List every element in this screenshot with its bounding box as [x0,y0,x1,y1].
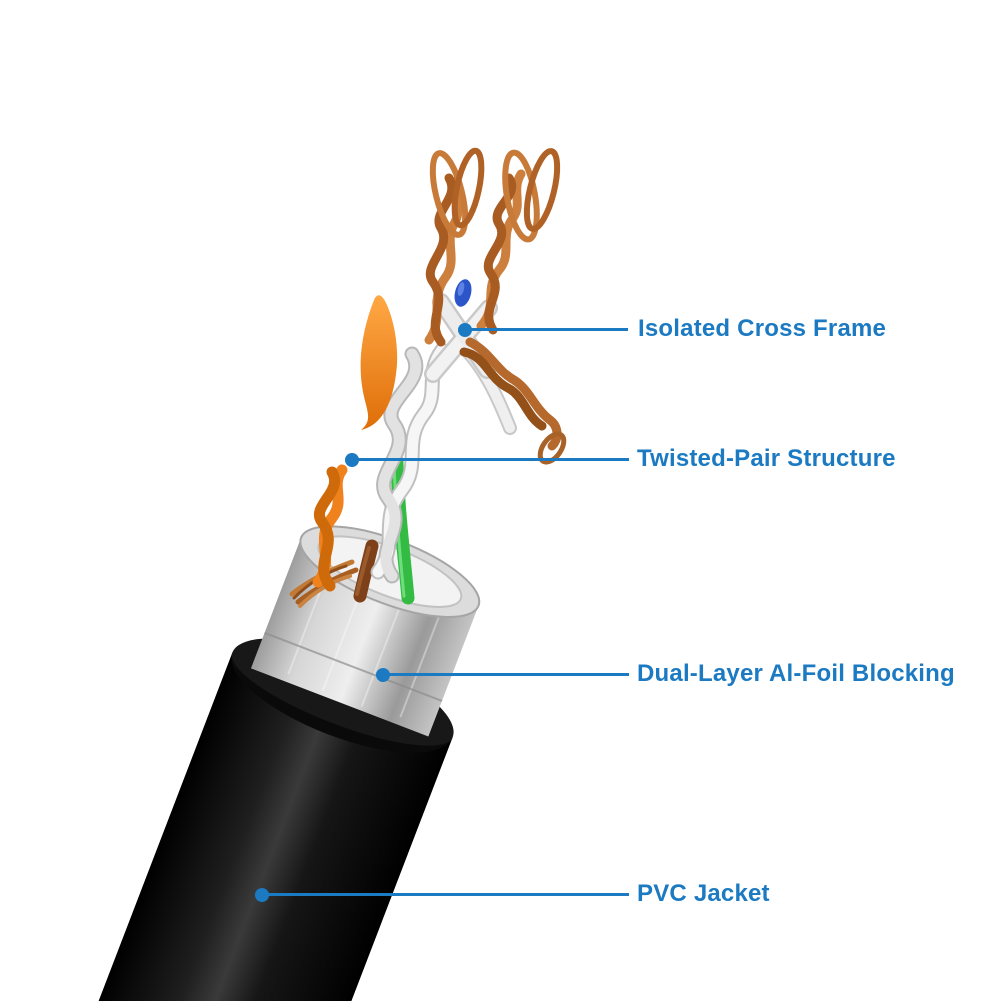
callout-dot [345,453,359,467]
brown-wire [353,539,379,603]
orange-wire-tip [360,295,398,430]
callout-label: Isolated Cross Frame [638,315,887,342]
blue-wire-tip [454,279,472,307]
copper-pair-right [476,148,561,335]
copper-pair-left [424,147,485,347]
callout-dot [376,668,390,682]
orange-twisted-pair [312,464,348,592]
callout-line [357,458,629,461]
callout-label: Twisted-Pair Structure [637,445,896,472]
callout-line [470,328,628,331]
copper-pair-lower-right [459,337,567,465]
callout-dot [255,888,269,902]
callout-line [267,893,629,896]
callout-label: Dual-Layer Al-Foil Blocking [637,660,955,687]
callout-dot [458,323,472,337]
callout-line [388,673,629,676]
jacket-rim [231,652,453,753]
callout-label: PVC Jacket [637,880,770,907]
